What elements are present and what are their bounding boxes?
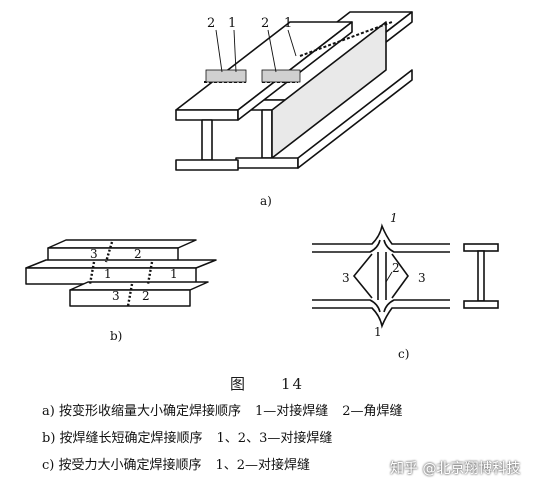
callout-c-3-left: 3 xyxy=(342,271,350,285)
front-web-front xyxy=(201,119,213,161)
caption-c-part1: 1、2—对接焊缝 xyxy=(215,458,311,473)
callout-b-1-left: 1 xyxy=(104,267,112,281)
top-flange-inner xyxy=(312,239,450,253)
figure-b-plates xyxy=(25,239,217,307)
caption-b: b) 按焊缝长短确定焊接顺序 1、2、3—对接焊缝 xyxy=(42,430,332,448)
figure-b-label: b) xyxy=(110,329,122,343)
callout-b-2-top: 2 xyxy=(134,247,142,261)
plate-mid-face xyxy=(25,259,217,269)
caption-a-part1: 1—对接焊缝 xyxy=(254,404,329,419)
rear-web-front xyxy=(261,109,273,159)
weld-3-right xyxy=(391,253,409,299)
bottom-flange-outline xyxy=(312,307,450,329)
callout-b-3-top: 3 xyxy=(90,247,98,261)
figure-b-welds xyxy=(88,241,154,307)
callout-c-3-right: 3 xyxy=(418,271,426,285)
caption-a-lead: a) 按变形收缩量大小确定焊接顺序 xyxy=(42,404,241,419)
callout-c-1-bottom: 1 xyxy=(374,325,382,339)
rear-bottom-flange xyxy=(235,157,299,169)
weld-3-left xyxy=(352,253,373,299)
figure-a-beams xyxy=(175,11,413,171)
figure-a-welds xyxy=(204,21,393,83)
caption-b-lead: b) 按焊缝长短确定焊接顺序 xyxy=(42,431,203,446)
figure-title: 图 14 xyxy=(230,373,304,394)
front-bottom-flange xyxy=(175,159,239,171)
callout-a-2-left: 2 xyxy=(207,16,215,31)
leader-a-3 xyxy=(267,29,277,73)
callout-b-3-bottom: 3 xyxy=(112,289,120,303)
watermark: 知乎 @北京翔博科技 xyxy=(390,461,521,477)
callout-b-1-right: 1 xyxy=(170,267,178,281)
bottom-flange-inner xyxy=(312,299,450,313)
plate-top-face xyxy=(47,239,197,249)
caption-a-part2: 2—角焊缝 xyxy=(342,404,403,419)
top-flange-outline xyxy=(312,223,450,245)
callout-c-1-top: 1 xyxy=(390,211,398,225)
figure-c-label: c) xyxy=(398,347,409,361)
weld-zone-rear xyxy=(261,69,301,83)
i-beam-cross-section xyxy=(463,243,499,309)
weld-b-top xyxy=(104,241,114,263)
rear-web-side xyxy=(271,21,387,159)
figure-title-number: 14 xyxy=(281,375,305,393)
leader-c-2 xyxy=(385,271,393,283)
front-flange-front xyxy=(175,109,239,121)
caption-c-lead: c) 按受力大小确定焊接顺序 xyxy=(42,458,202,473)
caption-b-part1: 1、2、3—对接焊缝 xyxy=(216,431,333,446)
weld-zone-front xyxy=(205,69,247,83)
fillet-weld-line xyxy=(299,21,393,57)
callout-a-1-right: 1 xyxy=(284,16,292,31)
caption-a: a) 按变形收缩量大小确定焊接顺序 1—对接焊缝 2—角焊缝 xyxy=(42,403,403,421)
callout-b-2-bottom: 2 xyxy=(142,289,150,303)
figure-title-word: 图 xyxy=(230,375,248,393)
leader-a-1 xyxy=(215,29,223,73)
callout-c-2: 2 xyxy=(392,261,400,275)
figure-a-label: a) xyxy=(260,194,272,208)
plate-bottom-front xyxy=(69,289,191,307)
leader-a-4 xyxy=(287,29,297,57)
caption-c: c) 按受力大小确定焊接顺序 1、2—对接焊缝 xyxy=(42,457,310,475)
rear-bottom-side xyxy=(297,69,413,169)
figure-c-joint xyxy=(312,223,450,329)
callout-a-1-left: 1 xyxy=(228,16,236,31)
callout-a-2-right: 2 xyxy=(261,16,269,31)
leader-a-2 xyxy=(233,29,237,73)
